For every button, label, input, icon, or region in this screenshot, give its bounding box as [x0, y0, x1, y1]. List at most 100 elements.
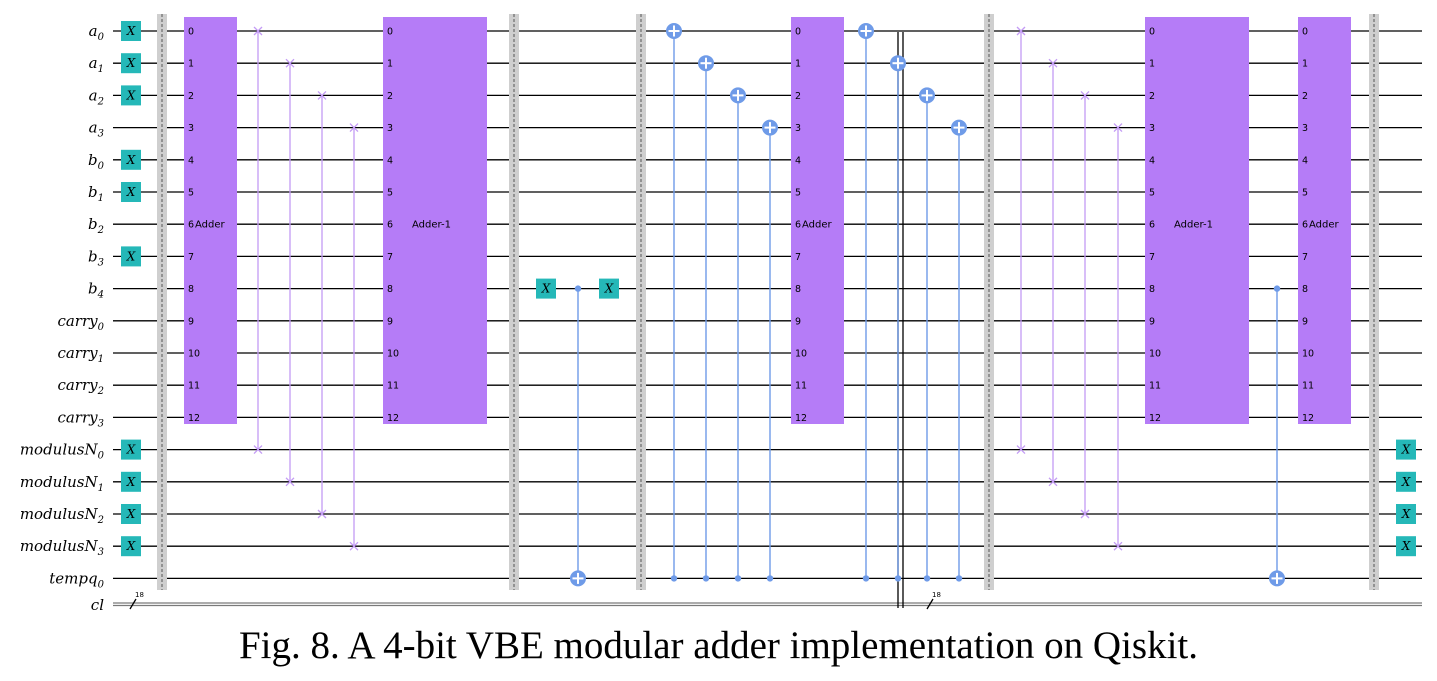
- swap-cross: [1080, 509, 1090, 519]
- block-pin-label: 1: [1149, 59, 1155, 70]
- block-pin-label: 10: [795, 349, 807, 360]
- block-pin-label: 0: [1149, 27, 1155, 38]
- block-pin-label: 3: [1149, 123, 1155, 134]
- bus-size-label: 18: [135, 591, 144, 599]
- adder-block: [383, 17, 487, 424]
- block-pin-label: 5: [1302, 188, 1308, 199]
- swap-cross: [349, 541, 359, 551]
- qubit-label: modulusN3: [20, 537, 104, 558]
- block-pin-label: 7: [1302, 252, 1308, 263]
- block-pin-label: 10: [188, 349, 200, 360]
- bus-slash: [129, 598, 137, 610]
- block-label: Adder-1: [1174, 220, 1213, 231]
- x-gate-label: X: [126, 475, 136, 489]
- x-gate-label: X: [541, 282, 551, 296]
- block-pin-label: 3: [1302, 123, 1308, 134]
- bus-size-label: 18: [932, 591, 941, 599]
- block-pin-label: 8: [795, 284, 801, 295]
- x-gate: [599, 278, 619, 299]
- qubit-label: b2: [88, 215, 104, 236]
- block-pin-label: 10: [1149, 349, 1161, 360]
- block-pin-label: 0: [188, 27, 194, 38]
- x-gate: [1396, 504, 1416, 524]
- control-dot: [1273, 285, 1281, 292]
- x-gate-label: X: [126, 249, 136, 263]
- swap-cross: [253, 445, 263, 455]
- x-gate-label: X: [126, 539, 136, 553]
- x-gate: [121, 53, 141, 74]
- block-pin-label: 5: [188, 188, 194, 199]
- x-gate-label: X: [1401, 507, 1411, 521]
- block-pin-label: 11: [1149, 381, 1161, 392]
- x-gate: [121, 182, 141, 202]
- block-pin-label: 11: [387, 381, 399, 392]
- classical-register-label: cl: [91, 596, 104, 614]
- qubit-label: carry1: [57, 344, 104, 365]
- x-gate-label: X: [126, 507, 136, 521]
- x-gate: [121, 471, 141, 492]
- control-dot: [862, 575, 870, 582]
- block-pin-label: 11: [795, 381, 807, 392]
- qubit-label: tempq0: [49, 569, 104, 590]
- x-gate-label: X: [126, 185, 136, 199]
- x-gate: [1396, 471, 1416, 492]
- swap-cross: [1080, 90, 1090, 100]
- block-pin-label: 0: [795, 27, 801, 38]
- block-pin-label: 6: [188, 220, 194, 231]
- swap-cross: [1048, 477, 1058, 487]
- swap-cross: [1048, 58, 1058, 68]
- block-pin-label: 1: [1302, 59, 1308, 70]
- block-pin-label: 4: [795, 155, 801, 166]
- block-pin-label: 2: [188, 91, 194, 102]
- block-pin-label: 2: [387, 91, 393, 102]
- x-gate-label: X: [126, 443, 136, 457]
- block-label: Adder: [802, 220, 833, 231]
- block-pin-label: 3: [188, 123, 194, 134]
- swap-cross: [1016, 445, 1026, 455]
- block-pin-label: 4: [1302, 155, 1308, 166]
- swap-cross: [285, 58, 295, 68]
- block-pin-label: 8: [387, 284, 393, 295]
- block-pin-label: 8: [1149, 284, 1155, 295]
- block-pin-label: 7: [795, 252, 801, 263]
- block-pin-label: 1: [795, 59, 801, 70]
- block-pin-label: 10: [387, 349, 399, 360]
- block-pin-label: 6: [795, 220, 801, 231]
- block-pin-label: 4: [387, 155, 393, 166]
- block-pin-label: 2: [795, 91, 801, 102]
- swap-cross: [317, 509, 327, 519]
- qubit-labels: a0a1a2a3b0b1b2b3b4carry0carry1carry2carr…: [20, 22, 105, 614]
- x-gate-label: X: [126, 24, 136, 38]
- x-gate: [121, 85, 141, 106]
- block-pin-label: 0: [387, 27, 393, 38]
- adder-block: [1298, 17, 1351, 424]
- swap-cross: [1113, 541, 1123, 551]
- swap-cross: [285, 477, 295, 487]
- x-gate-label: X: [126, 153, 136, 167]
- x-gate-label: X: [604, 282, 614, 296]
- x-gate: [121, 246, 141, 267]
- qubit-label: a3: [89, 119, 104, 140]
- x-gate: [121, 21, 141, 41]
- block-label: Adder: [1309, 220, 1340, 231]
- block-pin-label: 8: [1302, 284, 1308, 295]
- block-pin-label: 6: [1302, 220, 1308, 231]
- block-label: Adder-1: [412, 220, 451, 231]
- qubit-label: carry2: [57, 376, 104, 397]
- qubit-label: b1: [88, 183, 104, 204]
- qubit-label: b3: [88, 247, 104, 268]
- control-dot: [923, 575, 931, 582]
- block-pin-label: 9: [1149, 316, 1155, 327]
- x-gate: [1396, 439, 1416, 460]
- x-gate-label: X: [126, 88, 136, 102]
- qubit-label: b4: [88, 280, 104, 301]
- block-pin-label: 1: [188, 59, 194, 70]
- block-pin-label: 12: [1149, 413, 1161, 424]
- figure-caption: Fig. 8. A 4-bit VBE modular adder implem…: [238, 624, 1199, 667]
- swap-cross: [349, 123, 359, 133]
- control-dot: [894, 575, 902, 582]
- block-pin-label: 5: [795, 188, 801, 199]
- qubit-label: a2: [89, 86, 104, 107]
- adder-block: [1145, 17, 1249, 424]
